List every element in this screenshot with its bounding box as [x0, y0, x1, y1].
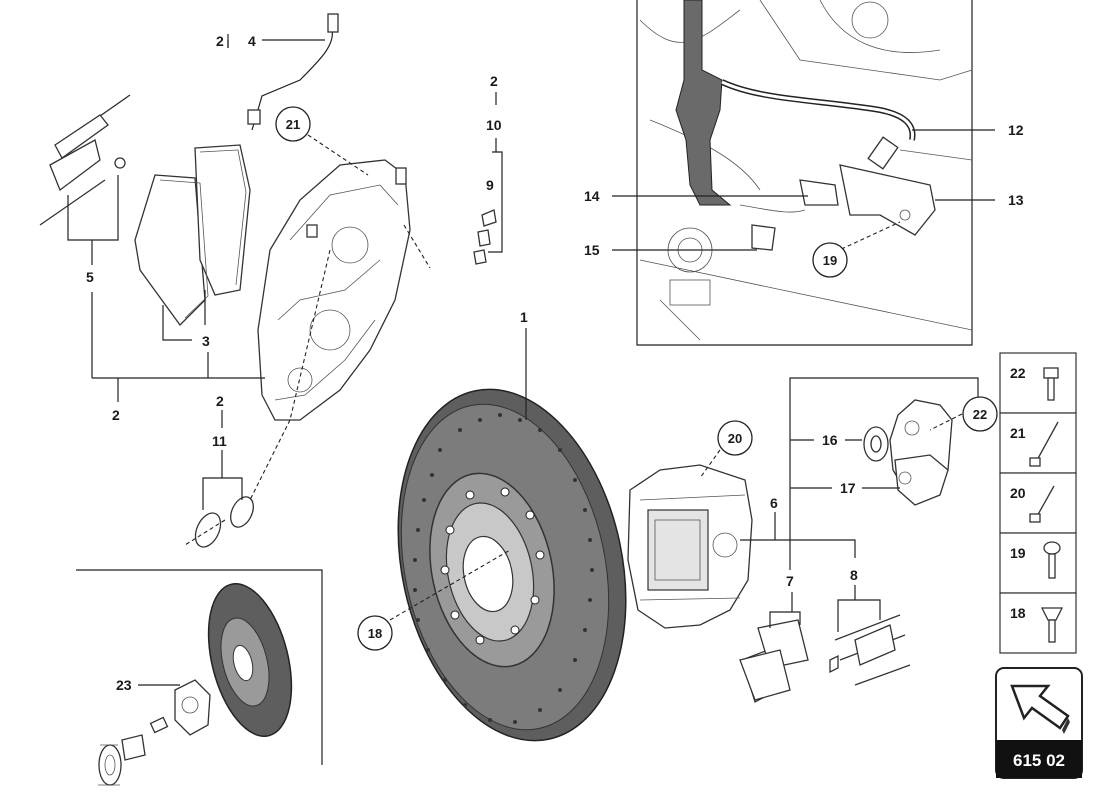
- label-4: 4: [248, 33, 256, 49]
- label-8: 8: [850, 567, 858, 583]
- label-5: 5: [86, 269, 94, 285]
- countersunk-screw-icon: [1040, 607, 1064, 643]
- medium-bolt-icon: [1029, 485, 1055, 523]
- pad-wear-sensor[interactable]: [247, 13, 339, 131]
- legend-number-19: 19: [1010, 545, 1026, 561]
- label-16: 16: [822, 432, 838, 448]
- part-number-labels: 2 4 2 10 9 5 3 2 2 11 1 12 13 14 15 16 1…: [86, 33, 1024, 693]
- rear-brake-pads[interactable]: [739, 619, 809, 703]
- legend-number-20: 20: [1010, 485, 1026, 501]
- caliper-seals[interactable]: [190, 493, 257, 551]
- brake-pads[interactable]: [134, 144, 251, 326]
- label-10: 10: [486, 117, 502, 133]
- label-1: 1: [520, 309, 528, 325]
- label-6: 6: [770, 495, 778, 511]
- rear-pad-retaining-kit[interactable]: [829, 614, 911, 686]
- ceramic-brake-disc[interactable]: [367, 368, 656, 762]
- callout-19: 19: [823, 253, 837, 268]
- circled-callouts: 21 19 20 18 22: [275, 106, 998, 651]
- legend-cell-19[interactable]: [999, 532, 1077, 594]
- label-2d: 2: [216, 393, 224, 409]
- label-11: 11: [212, 433, 227, 449]
- long-bolt-icon: [1029, 421, 1059, 467]
- diagram-code-band: [996, 740, 1082, 778]
- round-head-screw-icon: [1043, 541, 1061, 579]
- pad-retaining-kit[interactable]: [39, 94, 131, 226]
- caliper-bracket-parts[interactable]: [863, 399, 953, 506]
- fastener-legend: 22 21 20 19 18: [999, 352, 1077, 654]
- inset-hose-bracket: [636, 0, 973, 346]
- callout-18: 18: [368, 626, 382, 641]
- label-12: 12: [1008, 122, 1024, 138]
- label-23: 23: [116, 677, 132, 693]
- callout-20-circle[interactable]: [717, 420, 753, 456]
- legend-cell-18[interactable]: [999, 592, 1077, 654]
- hex-bolt-short-icon: [1043, 367, 1059, 401]
- label-2b: 2: [490, 73, 498, 89]
- legend-number-18: 18: [1010, 605, 1026, 621]
- label-17: 17: [840, 480, 856, 496]
- arrow-icon: [1010, 684, 1070, 734]
- label-3: 3: [202, 333, 210, 349]
- label-2c: 2: [112, 407, 120, 423]
- legend-cell-22[interactable]: [999, 352, 1077, 414]
- callout-22-circle[interactable]: [962, 396, 998, 432]
- bleed-screw[interactable]: [473, 209, 497, 265]
- callout-21-circle[interactable]: [275, 106, 311, 142]
- leader-lines: [67, 34, 995, 686]
- callout-19-circle[interactable]: [812, 242, 848, 278]
- label-15: 15: [584, 242, 600, 258]
- legend-number-21: 21: [1010, 425, 1026, 441]
- diagram-code: 615 02: [1013, 751, 1065, 770]
- inset-rear-hub: [76, 569, 323, 786]
- callout-18-circle[interactable]: [357, 615, 393, 651]
- legend-number-22: 22: [1010, 365, 1026, 381]
- callout-21: 21: [286, 117, 300, 132]
- label-13: 13: [1008, 192, 1024, 208]
- label-9: 9: [486, 177, 494, 193]
- callout-20: 20: [728, 431, 742, 446]
- rear-caliper[interactable]: [627, 464, 753, 629]
- label-2a: 2: [216, 33, 224, 49]
- callout-22: 22: [973, 407, 987, 422]
- legend-cell-20[interactable]: [999, 472, 1077, 534]
- front-caliper[interactable]: [257, 159, 411, 421]
- label-7: 7: [786, 573, 794, 589]
- label-14: 14: [584, 188, 600, 204]
- diagram-navigation: 615 02: [995, 667, 1083, 779]
